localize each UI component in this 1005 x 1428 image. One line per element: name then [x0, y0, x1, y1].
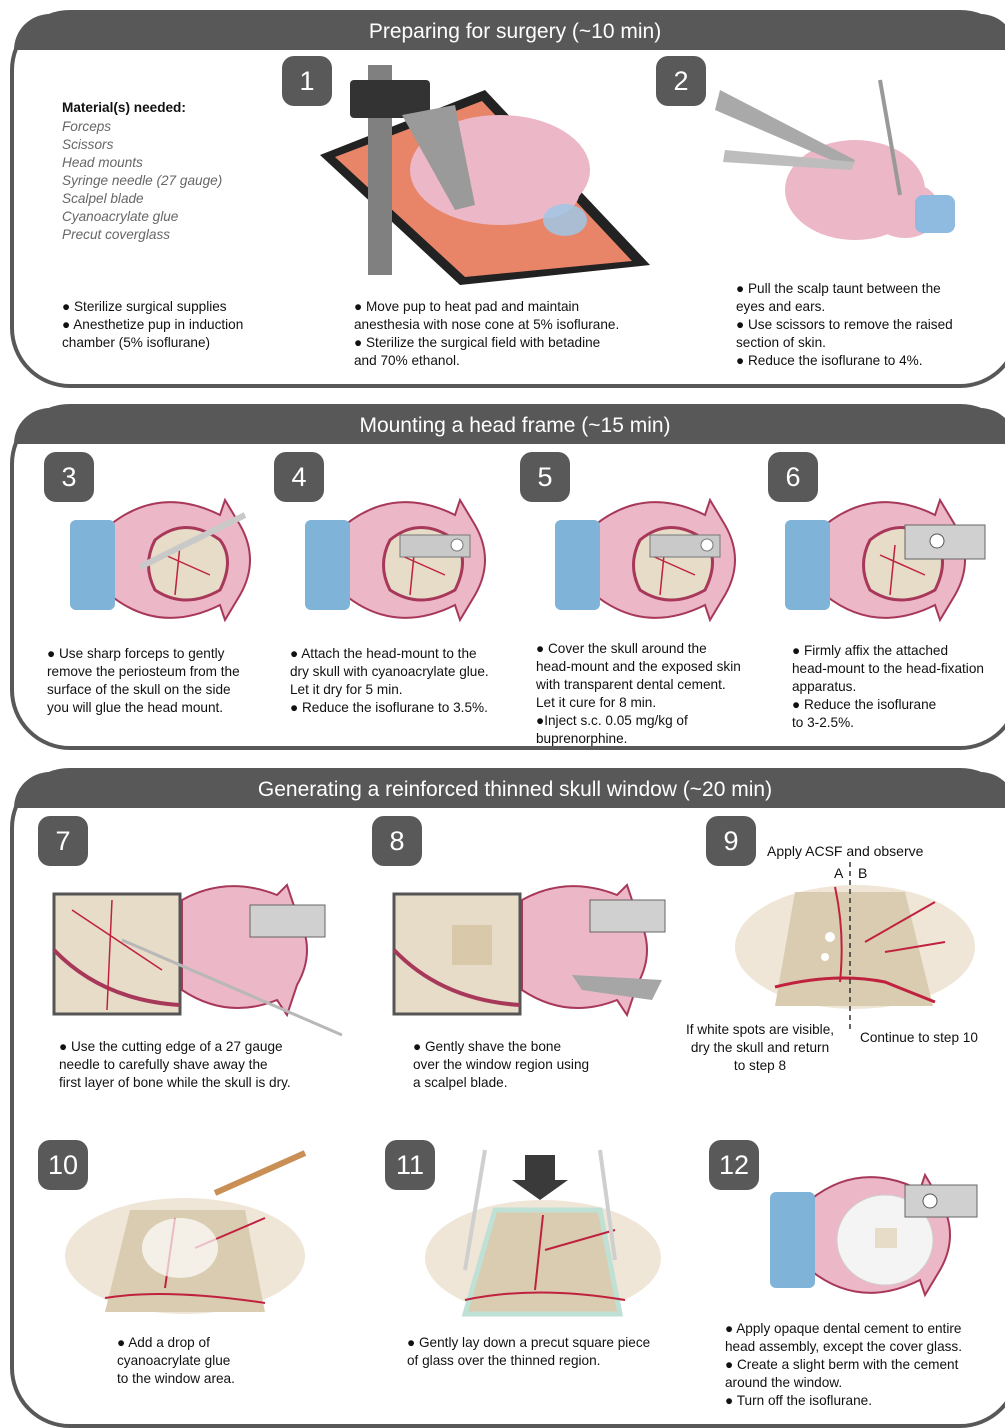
- acsf-window-illustration: [735, 882, 975, 1022]
- step-8-badge: 8: [372, 816, 422, 866]
- material-item: Forceps: [62, 118, 222, 136]
- text-line: eyes and ears.: [736, 298, 953, 316]
- text-line: ● Reduce the isoflurane: [792, 696, 984, 714]
- head-illustration: [70, 495, 260, 625]
- material-item: Precut coverglass: [62, 226, 222, 244]
- head-illustration: [785, 495, 985, 625]
- material-item: Scalpel blade: [62, 190, 222, 208]
- step-10-text: ● Add a drop of cyanoacrylate glue to th…: [117, 1334, 235, 1388]
- text-line: to 3-2.5%.: [792, 714, 984, 732]
- text-line: ● Create a slight berm with the cement: [725, 1356, 962, 1374]
- text-line: ● Cover the skull around the: [536, 640, 741, 658]
- text-line: ● Gently lay down a precut square piece: [407, 1334, 650, 1352]
- step-9-badge: 9: [706, 816, 756, 866]
- text-line: ● Sterilize the surgical field with beta…: [354, 334, 619, 352]
- step-1-text: ● Move pup to heat pad and maintain anes…: [354, 298, 619, 370]
- text-line: head-mount and the exposed skin: [536, 658, 741, 676]
- text-line: ● Attach the head-mount to the: [290, 645, 489, 663]
- text-line: to step 8: [670, 1057, 850, 1075]
- text-line: and 70% ethanol.: [354, 352, 619, 370]
- text-line: ● Use scissors to remove the raised: [736, 316, 953, 334]
- text-line: first layer of bone while the skull is d…: [59, 1074, 291, 1092]
- text-line: ● Turn off the isoflurane.: [725, 1392, 962, 1410]
- step-9-right-text: Continue to step 10: [860, 1029, 978, 1047]
- step-12-badge: 12: [709, 1140, 759, 1190]
- text-line: needle to carefully shave away the: [59, 1056, 291, 1074]
- step-5-text: ● Cover the skull around the head-mount …: [536, 640, 741, 748]
- head-illustration: [305, 495, 495, 625]
- materials-title: Material(s) needed:: [62, 100, 186, 115]
- coverglass-illustration: [425, 1150, 660, 1320]
- text-line: ● Anesthetize pup in induction: [62, 316, 243, 334]
- step-7-badge: 7: [38, 816, 88, 866]
- text-line: Let it dry for 5 min.: [290, 681, 489, 699]
- step-2-text: ● Pull the scalp taunt between the eyes …: [736, 280, 953, 370]
- text-line: ● Reduce the isoflurane to 4%.: [736, 352, 953, 370]
- text-line: ● Sterilize surgical supplies: [62, 298, 243, 316]
- text-line: surface of the skull on the side: [47, 681, 240, 699]
- text-line: head assembly, except the cover glass.: [725, 1338, 962, 1356]
- step-7-text: ● Use the cutting edge of a 27 gauge nee…: [59, 1038, 291, 1092]
- scissors-scalp-illustration: [715, 80, 975, 260]
- text-line: over the window region using: [413, 1056, 589, 1074]
- text-line: of glass over the thinned region.: [407, 1352, 650, 1370]
- step-9-left-text: If white spots are visible, dry the skul…: [670, 1021, 850, 1075]
- step-3-text: ● Use sharp forceps to gently remove the…: [47, 645, 240, 717]
- text-line: ● Use the cutting edge of a 27 gauge: [59, 1038, 291, 1056]
- step-8-text: ● Gently shave the bone over the window …: [413, 1038, 589, 1092]
- text-line: with transparent dental cement.: [536, 676, 741, 694]
- text-line: ● Pull the scalp taunt between the: [736, 280, 953, 298]
- text-line: ● Add a drop of: [117, 1334, 235, 1352]
- material-item: Scissors: [62, 136, 222, 154]
- step-6-text: ● Firmly affix the attached head-mount t…: [792, 642, 984, 732]
- text-line: buprenorphine.: [536, 730, 741, 748]
- text-line: apparatus.: [792, 678, 984, 696]
- text-line: ●Inject s.c. 0.05 mg/kg of: [536, 712, 741, 730]
- head-illustration: [555, 495, 745, 625]
- text-line: chamber (5% isoflurane): [62, 334, 243, 352]
- text-line: around the window.: [725, 1374, 962, 1392]
- text-line: ● Reduce the isoflurane to 3.5%.: [290, 699, 489, 717]
- text-line: ● Firmly affix the attached: [792, 642, 984, 660]
- material-item: Cyanoacrylate glue: [62, 208, 222, 226]
- text-line: If white spots are visible,: [670, 1021, 850, 1039]
- text-line: ● Move pup to heat pad and maintain: [354, 298, 619, 316]
- text-line: Let it cure for 8 min.: [536, 694, 741, 712]
- scalpel-zoom-illustration: [392, 880, 672, 1030]
- label-a: A: [834, 864, 843, 882]
- step-9-heading: Apply ACSF and observe: [767, 842, 923, 860]
- text-line: head-mount to the head-fixation: [792, 660, 984, 678]
- text-line: to the window area.: [117, 1370, 235, 1388]
- step-2-badge: 2: [656, 56, 706, 106]
- material-item: Head mounts: [62, 154, 222, 172]
- text-line: section of skin.: [736, 334, 953, 352]
- text-line: cyanoacrylate glue: [117, 1352, 235, 1370]
- section-title: Mounting a head frame (~15 min): [14, 408, 1005, 444]
- section-title: Generating a reinforced thinned skull wi…: [14, 772, 1005, 808]
- text-line: ● Gently shave the bone: [413, 1038, 589, 1056]
- step-4-text: ● Attach the head-mount to the dry skull…: [290, 645, 489, 717]
- step-0-text: ● Sterilize surgical supplies ● Anesthet…: [62, 298, 243, 352]
- text-line: ● Apply opaque dental cement to entire: [725, 1320, 962, 1338]
- text-line: anesthesia with nose cone at 5% isoflura…: [354, 316, 619, 334]
- text-line: ● Use sharp forceps to gently: [47, 645, 240, 663]
- needle-zoom-illustration: [52, 880, 352, 1040]
- text-line: dry skull with cyanoacrylate glue.: [290, 663, 489, 681]
- text-line: a scalpel blade.: [413, 1074, 589, 1092]
- text-line: remove the periosteum from the: [47, 663, 240, 681]
- heat-pad-illustration: [310, 45, 670, 285]
- step-11-text: ● Gently lay down a precut square piece …: [407, 1334, 650, 1370]
- glue-drop-illustration: [65, 1148, 310, 1318]
- material-item: Syringe needle (27 gauge): [62, 172, 222, 190]
- cement-head-illustration: [770, 1170, 980, 1310]
- label-b: B: [858, 864, 867, 882]
- text-line: dry the skull and return: [670, 1039, 850, 1057]
- text-line: you will glue the head mount.: [47, 699, 240, 717]
- materials-list: Forceps Scissors Head mounts Syringe nee…: [62, 118, 222, 244]
- step-12-text: ● Apply opaque dental cement to entire h…: [725, 1320, 962, 1410]
